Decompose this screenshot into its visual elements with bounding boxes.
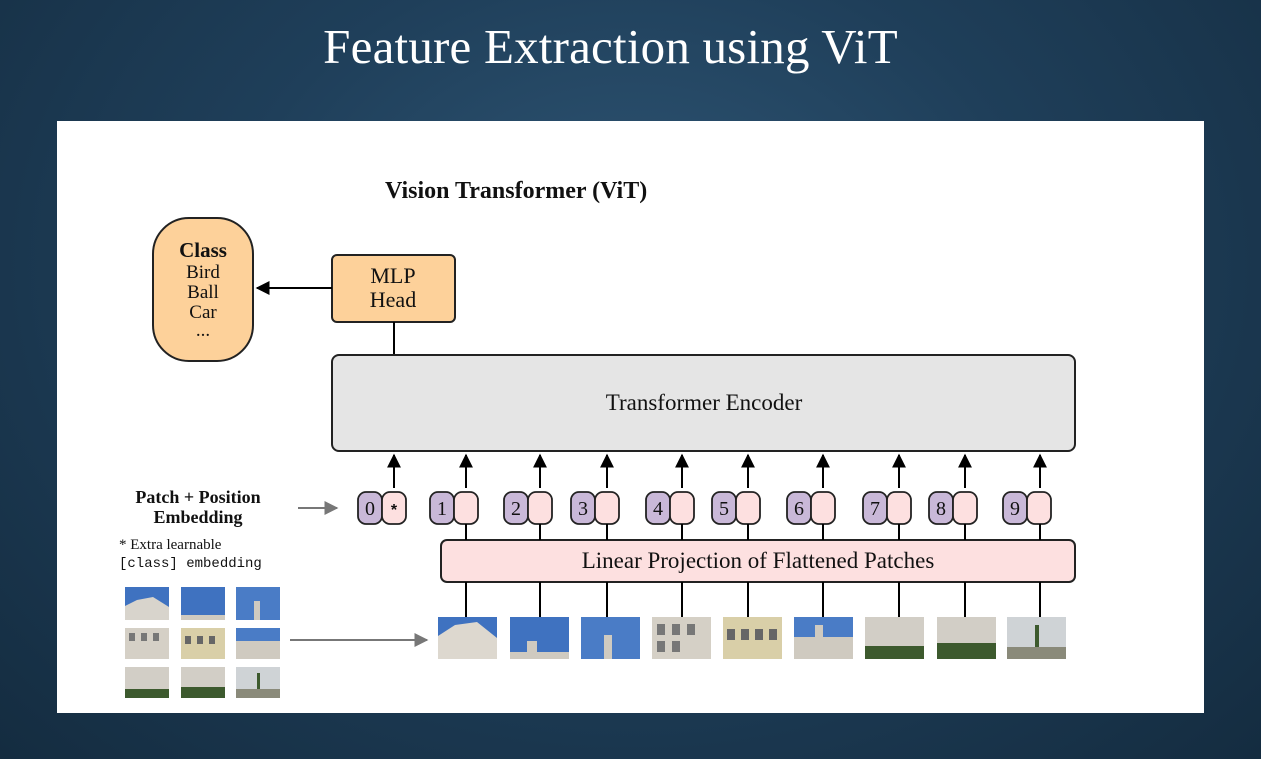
class-item: Car [189,302,217,323]
sequence-patch [794,617,853,659]
mlp-head-box: MLP Head [331,254,456,323]
token-number: 1 [437,498,447,520]
token-number: 8 [936,498,946,520]
sequence-patch [510,617,569,659]
vit-diagram: Vision Transformer (ViT) Class Bird Ball… [119,178,1076,698]
extra-note-line2: [class] embedding [119,556,262,572]
sequence-patch [723,617,782,659]
token-5: 5 [711,491,761,525]
class-item: ... [196,320,210,341]
patch-embed-label-line2: Embedding [153,507,242,527]
class-box: Class Bird Ball Car ... [152,217,254,362]
token-3: 3 [570,491,620,525]
grid-patch [236,628,280,659]
class-item: Ball [187,282,219,303]
token-number: 4 [653,498,663,520]
grid-patch [181,667,225,698]
linear-projection-box: Linear Projection of Flattened Patches [440,539,1076,583]
grid-patch [236,667,280,698]
token-2: 2 [503,491,553,525]
token-arrows [387,453,1047,488]
sequence-patch [937,617,996,659]
grid-patch [236,587,280,620]
slide-title: Feature Extraction using ViT [323,19,898,74]
token-1: 1 [429,491,479,525]
sequence-patch [438,617,497,659]
sequence-patch [865,617,924,659]
patch-connector-lines [465,524,1041,617]
patch-sequence [438,617,1066,659]
grid-patch [125,628,169,659]
token-0: 0 * [357,491,407,525]
transformer-encoder-box: Transformer Encoder [331,354,1076,452]
sequence-patch [1007,617,1066,659]
token-7: 7 [862,491,912,525]
grid-patch [125,587,169,620]
token-number: 6 [794,498,804,520]
sequence-patch [652,617,711,659]
token-number: 7 [870,498,880,520]
mlp-head-line1: MLP [370,263,415,288]
token-number: 0 [365,498,375,520]
token-6: 6 [786,491,836,525]
token-number: 5 [719,498,729,520]
token-4: 4 [645,491,695,525]
token-number: 2 [511,498,521,520]
projection-label: Linear Projection of Flattened Patches [582,548,935,573]
grid-patch [125,667,169,698]
token-9: 9 [1002,491,1052,525]
class-item: Bird [186,262,220,283]
class-heading: Class [179,238,227,262]
token-8: 8 [928,491,978,525]
extra-note-line1: * Extra learnable [119,537,222,553]
sequence-patch [581,617,640,659]
patch-embed-label-line1: Patch + Position [135,487,260,507]
diagram-title: Vision Transformer (ViT) [385,178,647,204]
mlp-head-line2: Head [370,287,416,312]
grid-patch [181,587,225,620]
diagram-panel: Vision Transformer (ViT) Class Bird Ball… [57,121,1204,713]
token-number: 9 [1010,498,1020,520]
grid-patch [181,628,225,659]
source-image-grid [125,587,280,698]
token-number: 3 [578,498,588,520]
encoder-label: Transformer Encoder [606,390,803,415]
class-token-symbol: * [391,502,398,519]
